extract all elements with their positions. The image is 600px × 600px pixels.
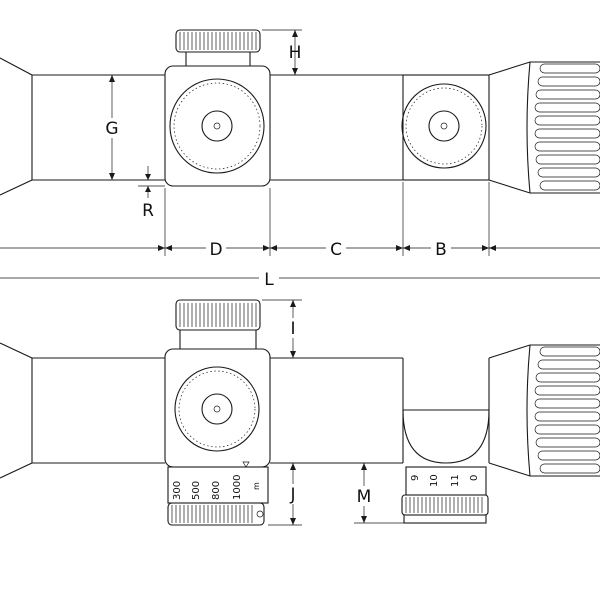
label-j: J [289,485,295,505]
parallax-knob-top [401,83,487,169]
parallax-dome [402,409,490,464]
dimension-b: B [403,238,489,260]
windage-knurl-top [173,82,261,170]
eyepiece-top [488,61,600,194]
eyepiece-side [488,344,600,477]
label-h: H [289,43,302,63]
objective-bell-side [0,342,33,479]
turret-housing-top [164,65,271,187]
objective-bell-top [0,57,33,196]
elevation-cap-side [175,299,261,331]
scale-300: 300 [172,481,183,500]
elevation-knob-bottom [167,502,265,526]
label-m: M [357,487,372,507]
scale-1000: 1000 [232,475,243,500]
elevation-neck-side [179,330,257,349]
scale-unit: m [252,482,261,490]
turret-neck-top [185,52,251,66]
label-c: C [330,240,342,260]
main-tube-left-side [32,357,165,464]
parallax-center-top [440,122,448,130]
dimension-i: I [262,299,302,359]
main-tube-mid-top [270,74,403,181]
windage-center-top [213,122,221,130]
side-view: 300 500 800 1000 m 9 1 [0,299,600,526]
parallax-11: 11 [450,474,461,487]
label-i: I [290,319,295,339]
top-view: H G R D [0,29,600,290]
windage-cap-top [201,110,233,142]
label-l: L [264,270,274,290]
parallax-housing-top [402,74,490,181]
parallax-0: 0 [469,475,480,481]
parallax-scale-labels: 9 10 11 0 [410,474,480,487]
parallax-base [403,514,487,524]
dimension-h: H [262,29,302,76]
label-b: B [435,240,447,260]
parallax-knurl-top [405,87,483,165]
eyepiece-ring-top [526,61,531,194]
elevation-knurling-side [179,303,257,327]
dimension-j: J [268,462,302,526]
label-d: D [209,240,222,260]
windage-knurl-side [178,370,256,448]
dimension-l: L [0,268,600,290]
index-mark [242,461,250,468]
dimension-r: R [138,166,165,221]
windage-turret-side [174,366,260,452]
label-r: R [142,201,154,221]
elevation-scale-labels: 300 500 800 1000 m [172,475,261,500]
parallax-10: 10 [429,474,440,487]
dimension-m: M [354,463,404,524]
elevation-turret-cap-top [175,29,261,53]
main-tube-left-top [32,74,165,181]
power-ring-ribs-side [534,346,600,474]
dimension-g: G [103,75,121,180]
eyepiece-ring-side [526,344,531,477]
dimension-c: C [270,238,403,260]
dimension-d: D [165,238,270,260]
parallax-9: 9 [410,475,421,481]
turret-knurling-top [179,32,257,50]
power-ring-ribs-top [534,63,600,191]
scale-800: 800 [211,481,222,500]
label-g: G [105,119,118,139]
windage-cap-side [201,393,233,425]
elevation-lock-icon [256,510,264,518]
elevation-knob-knurling [171,505,253,523]
parallax-knob-knurling [405,497,483,513]
windage-turret-top [169,78,265,174]
parallax-cap-top [428,110,460,142]
main-tube-mid-side [270,357,403,464]
windage-center-side [213,405,221,413]
parallax-knob-bottom [401,494,489,516]
scale-500: 500 [191,481,202,500]
